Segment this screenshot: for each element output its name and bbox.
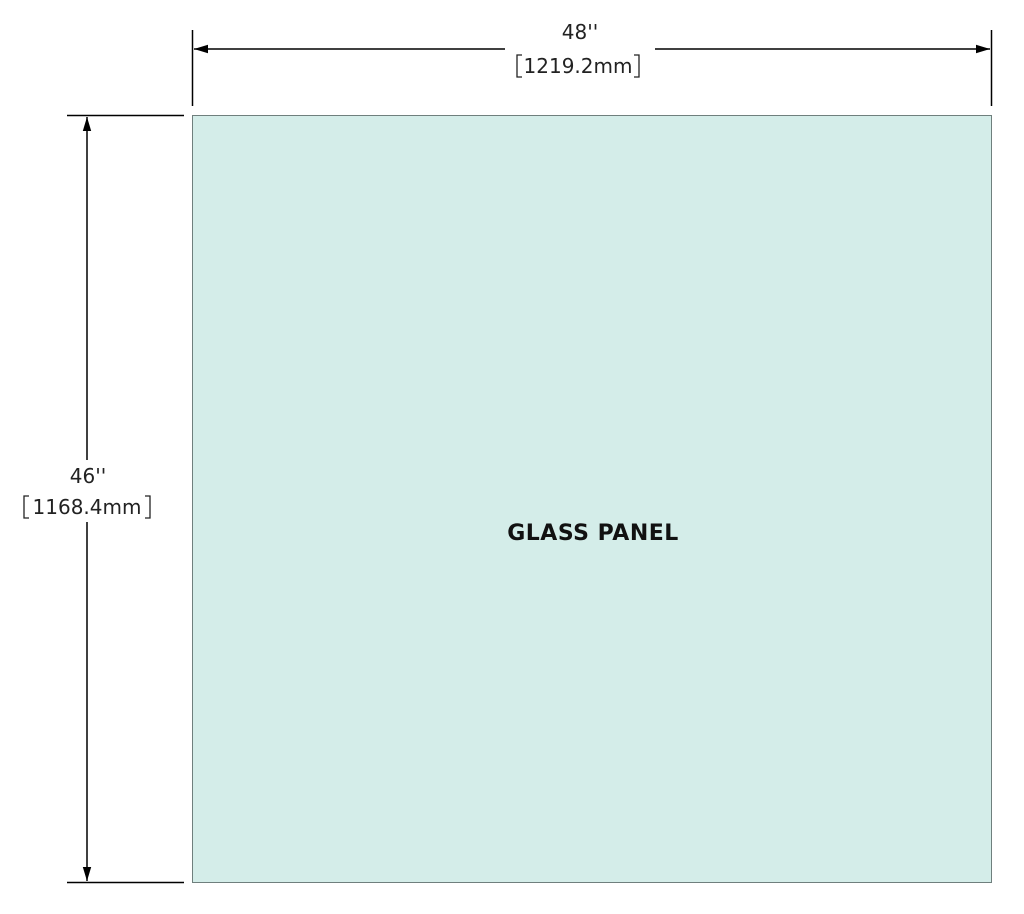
bracket-right: [145, 495, 151, 519]
height-metric-label: 1168.4mm: [23, 495, 151, 519]
glass-panel: [192, 115, 992, 883]
bracket-left: [516, 54, 522, 78]
width-metric-label: 1219.2mm: [516, 54, 640, 78]
panel-label: GLASS PANEL: [507, 521, 679, 546]
height-imperial-label: 46'': [70, 464, 106, 488]
bracket-left: [23, 495, 29, 519]
width-imperial-label: 48'': [562, 20, 598, 44]
width-metric-text: 1219.2mm: [524, 54, 633, 78]
bracket-right: [634, 54, 640, 78]
height-metric-text: 1168.4mm: [33, 495, 142, 519]
